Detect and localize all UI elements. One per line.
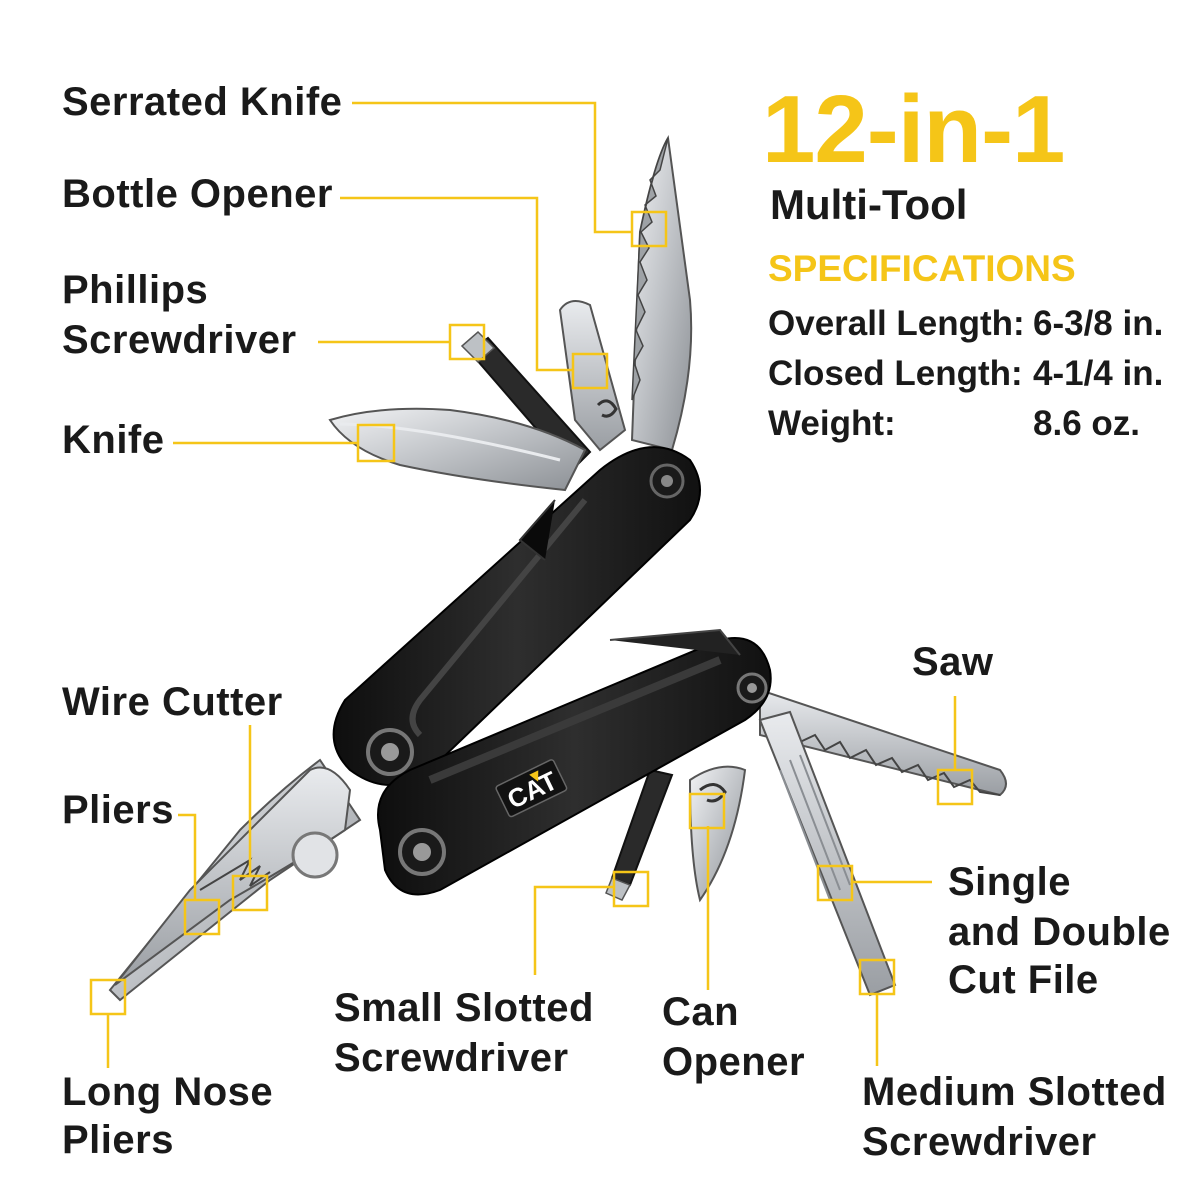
marker-small-slotted bbox=[612, 870, 650, 908]
upper-handle bbox=[332, 446, 701, 786]
callout-small-slotted-line1: Small Slotted bbox=[334, 986, 594, 1030]
callout-saw: Saw bbox=[912, 640, 994, 684]
serrated-knife-blade bbox=[630, 135, 693, 452]
headline-title: 12-in-1 bbox=[762, 76, 1065, 183]
marker-pliers bbox=[183, 898, 221, 936]
spec-value: 6-3/8 in. bbox=[1033, 304, 1164, 343]
callout-phillips-line2: Screwdriver bbox=[62, 318, 297, 362]
marker-serrated-knife bbox=[630, 210, 668, 248]
lower-handle bbox=[377, 628, 772, 896]
callout-can-opener-line2: Opener bbox=[662, 1040, 806, 1084]
spec-label: Weight: bbox=[768, 404, 896, 443]
marker-saw bbox=[936, 768, 974, 806]
marker-long-nose bbox=[89, 978, 127, 1016]
callout-phillips-line1: Phillips bbox=[62, 268, 209, 312]
callout-file-line3: Cut File bbox=[948, 958, 1099, 1002]
marker-medium-slotted bbox=[858, 958, 896, 996]
marker-file bbox=[816, 864, 854, 902]
headline-subtitle: Multi-Tool bbox=[770, 181, 968, 228]
callout-pliers: Pliers bbox=[62, 788, 174, 832]
callout-small-slotted-line2: Screwdriver bbox=[334, 1036, 569, 1080]
callout-medium-slotted-line2: Screwdriver bbox=[862, 1120, 1097, 1164]
spec-value: 8.6 oz. bbox=[1033, 404, 1140, 443]
marker-phillips bbox=[448, 323, 486, 361]
spec-row-overall-length: Overall Length: 6-3/8 in. bbox=[768, 300, 1188, 350]
can-opener-blade bbox=[688, 765, 747, 903]
marker-can-opener bbox=[688, 792, 726, 830]
leader-pliers bbox=[178, 813, 197, 900]
spec-row-closed-length: Closed Length: 4-1/4 in. bbox=[768, 350, 1188, 400]
callout-file-line1: Single bbox=[948, 860, 1072, 904]
bottle-opener-blade bbox=[558, 300, 627, 452]
callout-bottle-opener: Bottle Opener bbox=[62, 172, 333, 216]
marker-knife bbox=[356, 423, 396, 463]
callout-long-nose-line1: Long Nose bbox=[62, 1070, 274, 1114]
spec-value: 4-1/4 in. bbox=[1033, 354, 1164, 393]
spec-row-weight: Weight: 8.6 oz. bbox=[768, 400, 1188, 450]
callout-medium-slotted-line1: Medium Slotted bbox=[862, 1070, 1167, 1114]
specs-heading: SPECIFICATIONS bbox=[768, 248, 1076, 289]
callout-can-opener-line1: Can bbox=[662, 990, 740, 1034]
callout-serrated-knife: Serrated Knife bbox=[62, 80, 343, 124]
leader-serrated-knife bbox=[352, 101, 632, 234]
callout-knife: Knife bbox=[62, 418, 165, 462]
callout-wire-cutter: Wire Cutter bbox=[62, 680, 283, 724]
callout-file-line2: and Double bbox=[948, 910, 1171, 954]
spec-label: Overall Length: bbox=[768, 304, 1025, 343]
callout-leaders bbox=[89, 101, 974, 1068]
spec-label: Closed Length: bbox=[768, 354, 1023, 393]
leader-small-slotted bbox=[533, 885, 614, 975]
marker-bottle-opener bbox=[571, 352, 609, 390]
marker-wire-cutter bbox=[231, 874, 269, 912]
small-slotted-screwdriver-blade bbox=[605, 768, 674, 901]
callout-long-nose-line2: Pliers bbox=[62, 1118, 174, 1162]
leader-bottle-opener bbox=[340, 196, 573, 372]
